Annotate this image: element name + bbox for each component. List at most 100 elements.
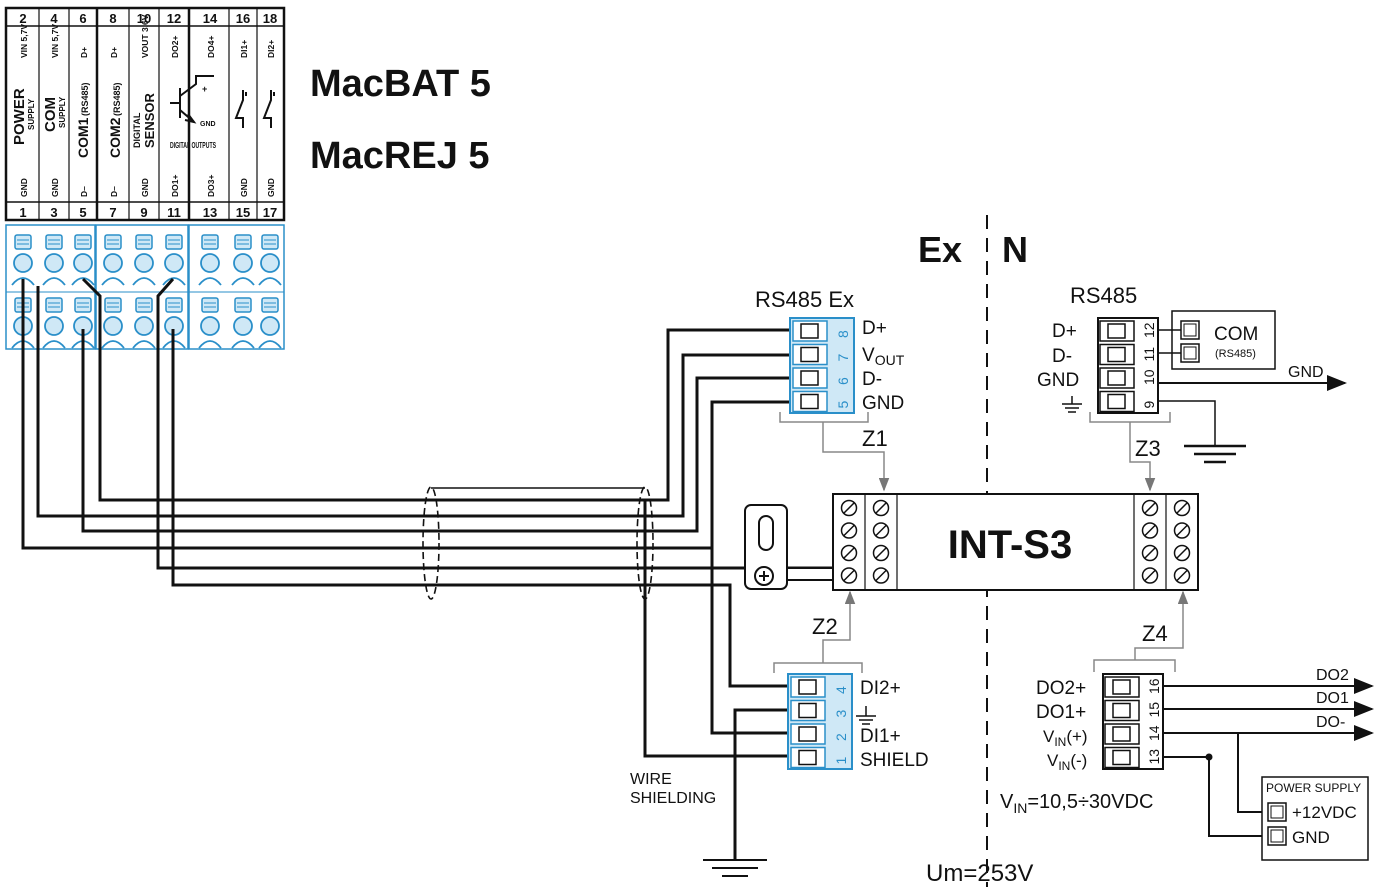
signal-label-top: VOUT 3,6V	[140, 14, 150, 58]
terminal-number-bottom: 17	[263, 205, 277, 220]
pin-number: 15	[1146, 702, 1162, 718]
group-label-com1: COM1	[75, 117, 91, 158]
com-rs485-box	[1171, 310, 1276, 370]
terminal-cell: 4	[790, 676, 849, 698]
terminal-screw-icon	[872, 522, 890, 539]
signal-label-bottom: DO3+	[206, 175, 216, 197]
pin-number: 2	[833, 733, 849, 741]
output-dominus-label: DO-	[1316, 714, 1345, 731]
zone-z2-label: Z2	[812, 614, 838, 639]
signal-label-bottom: DO1+	[170, 175, 180, 197]
rs485-ex-label-vout: VOUT	[862, 345, 905, 368]
terminal-screw-icon	[1173, 567, 1191, 584]
z4-wires	[1163, 678, 1374, 837]
signal-label-bottom: GND	[19, 178, 29, 197]
terminal-number-top: 6	[79, 11, 86, 26]
int-s3-label: INT-S3	[948, 523, 1072, 567]
z4-label-vin-minus: VIN(-)	[1047, 751, 1087, 773]
power-supply-plus: +12VDC	[1292, 803, 1357, 822]
rs485-n-label-dminus: D-	[1052, 346, 1072, 367]
terminal-number-top: 8	[109, 11, 116, 26]
signal-label-bottom: D–	[79, 186, 89, 197]
terminal-cell: 6	[792, 367, 851, 389]
terminal-cell: 3	[790, 699, 849, 722]
terminal-number-top: 18	[263, 11, 277, 26]
group-label-com: COM	[42, 97, 59, 132]
vin-range-label: VIN=10,5÷30VDC	[1000, 791, 1153, 816]
terminal-screw-icon	[1141, 567, 1159, 584]
output-do1-label: DO1	[1316, 690, 1349, 707]
screw-clamp	[101, 234, 125, 286]
terminal-screw-icon	[840, 544, 858, 562]
signal-label-top: VIN 5,7V	[19, 24, 29, 58]
signal-label-top: D+	[109, 47, 119, 58]
group-label-com1-rs485: (RS485)	[80, 82, 90, 116]
terminal-cell: 5	[792, 390, 851, 413]
terminal-screw-icon	[1173, 544, 1191, 562]
group-label-com2-rs485: (RS485)	[112, 82, 122, 116]
group-label-power: POWER	[11, 88, 28, 145]
rs485-n-title: RS485	[1070, 283, 1137, 308]
screw-clamp	[231, 297, 255, 349]
screw-clamp	[101, 297, 125, 349]
cable-wires	[21, 277, 836, 860]
power-supply-box	[1261, 776, 1369, 861]
terminal-cell: 14	[1104, 723, 1162, 745]
terminal-cell: 15	[1104, 699, 1162, 722]
rs485-n-label-gnd: GND	[1037, 370, 1079, 391]
screw-clamp	[231, 234, 255, 286]
screw-clamp	[258, 234, 282, 286]
power-supply-title: POWER SUPPLY	[1266, 781, 1361, 795]
terminal-cell: 11	[1099, 343, 1157, 366]
power-supply-gnd: GND	[1292, 828, 1330, 847]
digital-input-switch-icon	[234, 90, 275, 128]
terminal-cell: 12	[1099, 320, 1157, 342]
terminal-screw-icon	[872, 567, 890, 584]
com-box-label: COM	[1214, 324, 1258, 345]
screw-clamp	[42, 234, 66, 286]
transistor-plus-label: +	[202, 84, 207, 94]
group-label-com-supply: SUPPLY	[58, 96, 67, 128]
transistor-symbol	[170, 75, 214, 124]
terminal-number-bottom: 9	[140, 205, 147, 220]
terminal-cell: 7	[792, 343, 851, 366]
int-s3-module	[832, 493, 1199, 591]
terminal-screw-icon	[1141, 522, 1159, 539]
rs485-n-label-dplus: D+	[1052, 321, 1077, 342]
terminal-number-top: 4	[50, 11, 58, 26]
signal-label-top: DO4+	[206, 36, 216, 58]
signal-label-top: DI1+	[239, 40, 249, 58]
device-title-macbat: MacBAT 5	[310, 63, 491, 105]
terminal-cell: 8	[792, 320, 851, 342]
pin-number: 1	[833, 757, 849, 765]
signal-label-top: VIN 5,7V	[50, 24, 60, 58]
z2-label-di2: DI2+	[860, 678, 901, 699]
screw-clamp	[258, 297, 282, 349]
output-do2-label: DO2	[1316, 667, 1349, 684]
signal-label-top: D+	[79, 47, 89, 58]
z2-label-di1: DI1+	[860, 726, 901, 747]
terminal-cell: 16	[1104, 676, 1162, 698]
screw-clamp	[198, 297, 222, 349]
signal-label-bottom: GND	[50, 178, 60, 197]
terminal-number-bottom: 1	[19, 205, 26, 220]
terminal-cell: 9	[1099, 390, 1157, 413]
signal-label-bottom: GND	[239, 178, 249, 197]
terminal-screw-icon	[1173, 499, 1191, 517]
screw-clamp	[42, 297, 66, 349]
pin-number: 16	[1146, 678, 1162, 694]
z2-terminal: 43 2 1	[787, 673, 853, 770]
terminal-number-bottom: 13	[203, 205, 217, 220]
gnd-output-label: GND	[1288, 364, 1324, 381]
terminal-screw-icon	[1141, 499, 1159, 517]
terminal-number-bottom: 3	[50, 205, 57, 220]
terminal-number-bottom: 7	[109, 205, 116, 220]
pin-number: 5	[835, 401, 851, 409]
signal-label-bottom: D–	[109, 186, 119, 197]
pin-number: 13	[1146, 749, 1162, 765]
rs485-ex-label-dplus: D+	[862, 318, 887, 339]
ground-symbol-rs485n	[1062, 396, 1082, 413]
terminal-cell: 1	[790, 746, 849, 769]
ground-symbol-shield	[703, 859, 767, 877]
